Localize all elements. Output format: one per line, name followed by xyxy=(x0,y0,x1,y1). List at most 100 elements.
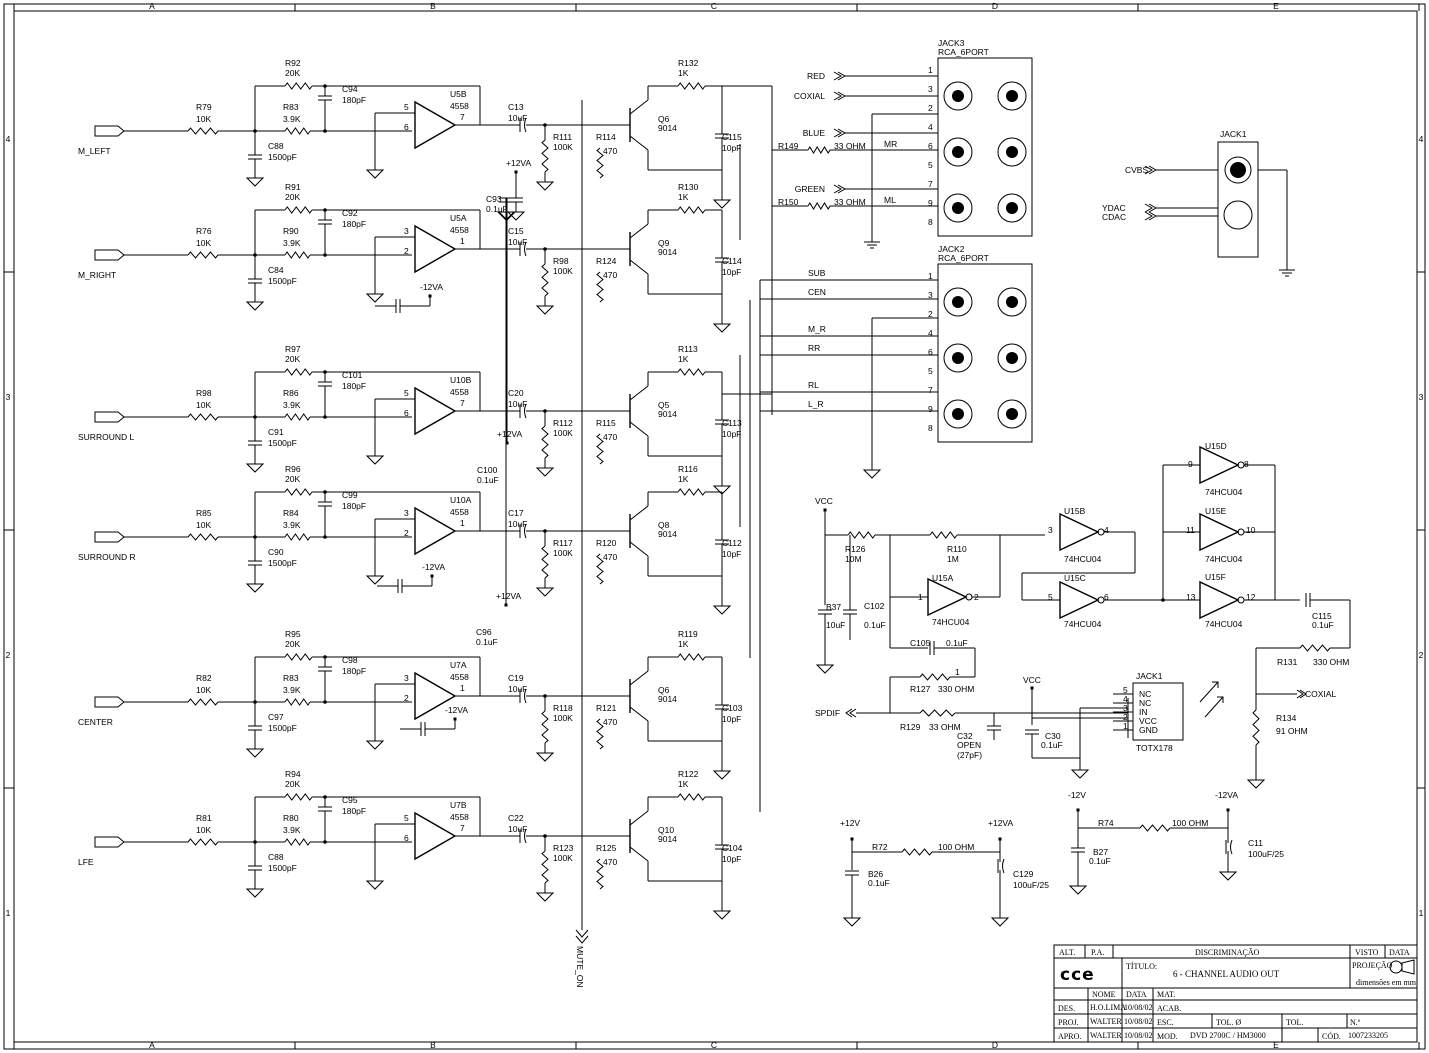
capacitor xyxy=(397,579,403,593)
value-label: 10K xyxy=(196,685,211,695)
value-label: 10pF xyxy=(722,714,741,724)
part-label: 74HCU04 xyxy=(1064,619,1102,629)
ground-symbol xyxy=(506,211,526,221)
ref-label: R83 xyxy=(283,673,299,683)
signal-label: L_R xyxy=(808,399,824,409)
ground-symbol xyxy=(712,910,732,920)
ground-symbol xyxy=(245,583,265,593)
pin-number: 1 xyxy=(460,518,465,528)
value-label: 180pF xyxy=(342,501,366,511)
rca-pin xyxy=(1006,296,1018,308)
signal-label: SUB xyxy=(808,268,826,278)
ref-label: R119 xyxy=(678,629,698,639)
supply-decoupling-c89: -12VA xyxy=(377,562,445,593)
opamp-u5b xyxy=(414,100,457,150)
ref-label: R125 xyxy=(596,843,617,853)
base-resistor xyxy=(596,147,604,179)
part-label: 74HCU04 xyxy=(1205,554,1243,564)
value-label: 91 OHM xyxy=(1276,726,1308,736)
ground-symbol xyxy=(245,177,265,187)
tx-pin-name: VCC xyxy=(1139,716,1157,726)
value-label: 10pF xyxy=(722,549,741,559)
pin: 10 xyxy=(1246,525,1256,535)
ref-label: B26 xyxy=(868,869,883,879)
opamp-u7a xyxy=(414,671,457,721)
resistor xyxy=(1252,709,1260,746)
pulldown-resistor xyxy=(541,425,549,459)
opamp-part: 4558 xyxy=(450,672,469,682)
capacitor xyxy=(395,299,401,313)
spdif-section: VCCR12610MR1101MB3710uFC1020.1uFU15A74HC… xyxy=(815,441,1351,789)
value-label: 20K xyxy=(285,354,300,364)
rail-label: +12VA xyxy=(506,158,531,168)
collector-resistor xyxy=(677,82,706,90)
gain-resistor xyxy=(284,251,311,259)
pin-number: 5 xyxy=(404,102,409,112)
ref-label: C84 xyxy=(268,265,284,275)
ref-label: R122 xyxy=(678,769,699,779)
r126 xyxy=(847,531,876,539)
pulldown-resistor xyxy=(541,545,549,579)
ground-symbol xyxy=(1246,779,1266,789)
light-emit-arrows xyxy=(1199,681,1224,718)
pulldown-resistor xyxy=(541,263,549,297)
capacitor xyxy=(509,197,523,203)
value-label: 3.9K xyxy=(283,685,301,695)
rail-label: +12VA xyxy=(497,429,522,439)
ref-label: R86 xyxy=(283,388,299,398)
ground-symbol xyxy=(365,880,385,890)
channel-surround-l: SURROUND LR9810KC911500pFR863.9KR9720KC1… xyxy=(78,344,742,495)
jack-pin: 5 xyxy=(928,160,933,170)
opamp-ref: U10A xyxy=(450,495,472,505)
gain-resistor xyxy=(284,698,311,706)
value-label: 1K xyxy=(678,68,689,78)
base-resistor xyxy=(596,433,604,465)
ref-label: U15E xyxy=(1205,506,1227,516)
value-label: 3.9K xyxy=(283,520,301,530)
value-label: 1M xyxy=(947,554,959,564)
output-cap xyxy=(519,241,527,257)
ref-label: R95 xyxy=(285,629,301,639)
ref-label: C11 xyxy=(1248,838,1263,848)
ground-symbol xyxy=(1068,885,1088,895)
collector-resistor xyxy=(677,488,706,496)
transistor-part: 9014 xyxy=(658,834,677,844)
input-connector xyxy=(94,836,125,848)
transistor-part: 9014 xyxy=(658,409,677,419)
ground-symbol xyxy=(815,664,835,674)
jack-pin: 8 xyxy=(928,217,933,227)
mute-bus: MUTE_ON xyxy=(575,100,589,988)
value-label: 1K xyxy=(678,354,689,364)
ref-label: C102 xyxy=(864,601,885,611)
value-label: 100K xyxy=(553,142,573,152)
rca-ring xyxy=(943,137,973,167)
input-cap xyxy=(248,865,262,871)
jack3-rca-6port[interactable]: JACK3RCA_6PORT132465798REDCOXIALBLUEGREE… xyxy=(772,38,1033,249)
tx-pin-num: 3 xyxy=(1123,703,1128,713)
rail-label: +12VA xyxy=(988,818,1013,828)
row-number: 3 xyxy=(1419,392,1424,402)
pin-number: 6 xyxy=(404,833,409,843)
ground-symbol xyxy=(864,241,880,249)
ref-label: C114 xyxy=(722,256,742,266)
value-label: 330 OHM xyxy=(938,684,974,694)
feedback-resistor xyxy=(284,368,313,376)
value-label: 20K xyxy=(285,639,300,649)
ref-label: C17 xyxy=(508,508,524,518)
jack-pin: 2 xyxy=(928,309,933,319)
jack-pin: 6 xyxy=(928,347,933,357)
value-label: 3.9K xyxy=(283,825,301,835)
inverter-u15b xyxy=(1059,512,1100,552)
opamp-part: 4558 xyxy=(450,812,469,822)
gain-resistor xyxy=(284,127,311,135)
input-cap xyxy=(248,560,262,566)
rca-pin xyxy=(952,90,964,102)
tb-disc: DISCRIMINAÇÃO xyxy=(1195,947,1260,957)
electrolytic-cap xyxy=(997,858,1005,874)
ref-label: C32 xyxy=(957,731,973,741)
output-bus xyxy=(722,85,773,812)
value-label: 100K xyxy=(553,548,573,558)
rca-ring xyxy=(997,287,1027,317)
